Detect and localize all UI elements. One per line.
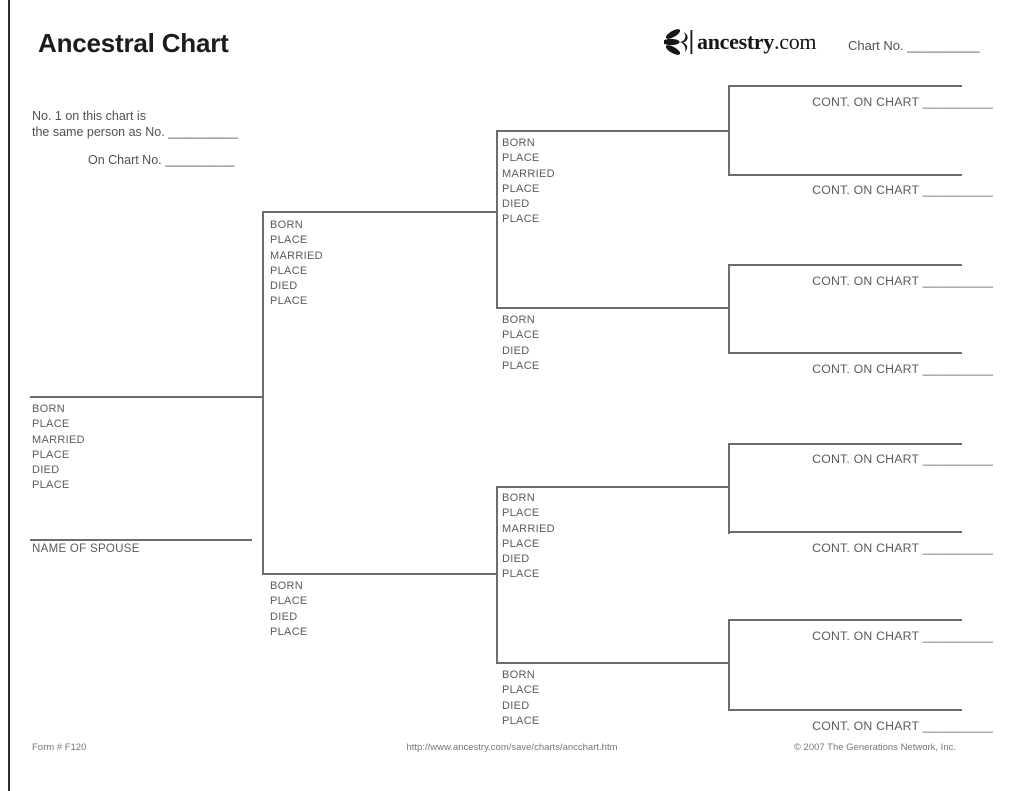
- paternal-grandmother-fields: BORN PLACE DIED PLACE: [502, 313, 540, 374]
- page-title: Ancestral Chart: [38, 28, 229, 58]
- field-label: DIED: [502, 344, 530, 357]
- field-label: PLACE: [32, 448, 70, 461]
- field-label: DIED: [502, 699, 530, 712]
- great-grandparent-6-name-line: [728, 531, 962, 533]
- cont-on-chart-field-7: CONT. ON CHART __________: [812, 629, 993, 643]
- logo-brand-text: ancestry: [697, 29, 775, 54]
- field-label: PLACE: [32, 479, 70, 492]
- great-grandparents-bracket-4-line: [728, 619, 730, 711]
- field-label: DIED: [502, 553, 530, 566]
- field-label: BORN: [502, 137, 535, 149]
- paternal-grandmother-name-line: [496, 307, 730, 309]
- field-label: PLACE: [502, 537, 540, 550]
- field-label: DIED: [32, 464, 60, 477]
- field-label: PLACE: [32, 418, 70, 431]
- field-label: BORN: [270, 219, 303, 231]
- great-grandparents-bracket-3-line: [728, 443, 730, 534]
- field-label: PLACE: [502, 152, 540, 165]
- great-grandparent-3-name-line: [728, 264, 962, 266]
- great-grandparent-4-name-line: [728, 352, 962, 354]
- field-label: DIED: [270, 610, 298, 623]
- footer-copyright: © 2007 The Generations Network, Inc.: [793, 742, 956, 753]
- field-label: MARRIED: [270, 249, 323, 262]
- person1-fields: BORN PLACE MARRIED PLACE DIED PLACE: [32, 402, 85, 494]
- paternal-grandfather-name-line: [496, 130, 730, 132]
- field-label: DIED: [502, 198, 530, 211]
- mother-name-line: [262, 573, 498, 575]
- field-label: BORN: [32, 403, 65, 415]
- note-on-chart-field: On Chart No. __________: [88, 153, 235, 167]
- maternal-grandfather-fields: BORN PLACE MARRIED PLACE DIED PLACE: [502, 491, 555, 583]
- field-label: PLACE: [502, 213, 540, 226]
- field-label: MARRIED: [32, 433, 85, 446]
- cont-on-chart-field-5: CONT. ON CHART __________: [812, 452, 993, 466]
- great-grandparents-bracket-1-line: [728, 85, 730, 176]
- note-line-1: No. 1 on this chart is: [32, 109, 146, 123]
- maternal-grandparents-bracket-line: [496, 486, 498, 664]
- field-label: MARRIED: [502, 167, 555, 180]
- great-grandparent-1-name-line: [728, 85, 962, 87]
- field-label: PLACE: [502, 329, 540, 342]
- great-grandparents-bracket-2-line: [728, 264, 730, 354]
- field-label: PLACE: [270, 234, 308, 247]
- great-grandparent-8-name-line: [728, 709, 962, 711]
- field-label: PLACE: [270, 295, 308, 308]
- maternal-grandmother-name-line: [496, 662, 730, 664]
- paternal-grandparents-bracket-line: [496, 130, 498, 309]
- person1-name-line: [30, 396, 263, 398]
- father-fields: BORN PLACE MARRIED PLACE DIED PLACE: [270, 218, 323, 310]
- ancestry-logo: ancestry.com: [664, 26, 817, 58]
- cont-on-chart-field-8: CONT. ON CHART __________: [812, 719, 993, 733]
- great-grandparent-2-name-line: [728, 174, 962, 176]
- field-label: DIED: [270, 280, 298, 293]
- footer-url: http://www.ancestry.com/save/charts/ancc…: [406, 742, 618, 753]
- field-label: BORN: [502, 669, 535, 681]
- field-label: MARRIED: [502, 522, 555, 535]
- maternal-grandmother-fields: BORN PLACE DIED PLACE: [502, 668, 540, 729]
- maternal-grandfather-name-line: [496, 486, 730, 488]
- spouse-label: NAME OF SPOUSE: [32, 543, 140, 555]
- form-number: Form # F120: [32, 742, 87, 753]
- mother-fields: BORN PLACE DIED PLACE: [270, 579, 308, 640]
- field-label: BORN: [270, 580, 303, 592]
- field-label: BORN: [502, 314, 535, 326]
- field-label: PLACE: [270, 625, 308, 638]
- field-label: PLACE: [502, 684, 540, 697]
- cont-on-chart-field-6: CONT. ON CHART __________: [812, 541, 993, 555]
- cont-on-chart-field-1: CONT. ON CHART __________: [812, 95, 993, 109]
- field-label: PLACE: [502, 714, 540, 727]
- parents-bracket-line: [262, 211, 264, 575]
- field-label: BORN: [502, 492, 535, 504]
- cont-on-chart-field-4: CONT. ON CHART __________: [812, 362, 993, 376]
- cont-on-chart-field-3: CONT. ON CHART __________: [812, 274, 993, 288]
- paternal-grandfather-fields: BORN PLACE MARRIED PLACE DIED PLACE: [502, 136, 555, 228]
- field-label: PLACE: [502, 359, 540, 372]
- note-same-person-field: the same person as No. __________: [32, 125, 238, 139]
- field-label: PLACE: [270, 595, 308, 608]
- spouse-name-line: [30, 539, 252, 541]
- field-label: PLACE: [270, 264, 308, 277]
- chart-no-field: Chart No. __________: [848, 38, 980, 53]
- great-grandparent-5-name-line: [728, 443, 962, 445]
- ancestry-leaf-icon: [664, 29, 693, 55]
- page-edge-line: [8, 0, 10, 791]
- great-grandparent-7-name-line: [728, 619, 962, 621]
- father-name-line: [262, 211, 498, 213]
- field-label: PLACE: [502, 507, 540, 520]
- field-label: PLACE: [502, 568, 540, 581]
- field-label: PLACE: [502, 182, 540, 195]
- cont-on-chart-field-2: CONT. ON CHART __________: [812, 183, 993, 197]
- logo-tld-text: .com: [774, 29, 817, 54]
